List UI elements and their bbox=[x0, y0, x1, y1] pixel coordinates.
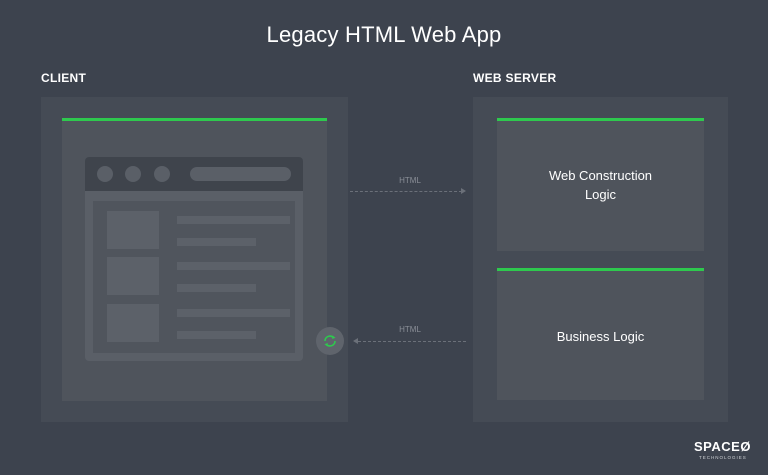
window-dot-icon bbox=[154, 166, 170, 182]
content-line bbox=[177, 238, 256, 246]
business-logic-label: Business Logic bbox=[556, 329, 645, 344]
web-construction-logic-box bbox=[497, 121, 704, 251]
sync-icon bbox=[316, 327, 344, 355]
browser-content bbox=[93, 201, 295, 353]
web-construction-logic-line-2: Logic bbox=[584, 187, 617, 202]
request-arrow-line bbox=[350, 191, 462, 192]
web-construction-logic-line-1: Web Construction bbox=[548, 168, 653, 183]
business-logic-accent-bar bbox=[497, 268, 704, 271]
arrow-right-icon bbox=[461, 188, 466, 194]
response-arrow-line bbox=[358, 341, 466, 342]
window-dot-icon bbox=[125, 166, 141, 182]
content-thumbnail bbox=[107, 257, 159, 295]
client-label: CLIENT bbox=[41, 71, 87, 85]
web-server-label: WEB SERVER bbox=[473, 71, 557, 85]
browser-toolbar bbox=[85, 157, 303, 191]
logo-tagline: TECHNOLOGIES bbox=[699, 455, 747, 460]
content-line bbox=[177, 331, 256, 339]
content-line bbox=[177, 216, 290, 224]
request-arrow-label: HTML bbox=[399, 176, 421, 185]
browser-window-illustration bbox=[85, 157, 303, 361]
logo-name: SPACEØ bbox=[694, 439, 751, 454]
address-bar bbox=[190, 167, 291, 181]
content-thumbnail bbox=[107, 211, 159, 249]
diagram-title: Legacy HTML Web App bbox=[266, 22, 502, 47]
content-line bbox=[177, 284, 256, 292]
client-accent-bar bbox=[62, 118, 327, 121]
content-line bbox=[177, 262, 290, 270]
web-construction-accent-bar bbox=[497, 118, 704, 121]
company-logo: SPACEØ TECHNOLOGIES bbox=[694, 439, 756, 463]
business-logic-box bbox=[497, 270, 704, 400]
web-construction-logic-label: Web Construction Logic bbox=[497, 166, 704, 204]
arrow-left-icon bbox=[353, 338, 358, 344]
content-line bbox=[177, 309, 290, 317]
window-dot-icon bbox=[97, 166, 113, 182]
content-thumbnail bbox=[107, 304, 159, 342]
response-arrow-label: HTML bbox=[399, 325, 421, 334]
